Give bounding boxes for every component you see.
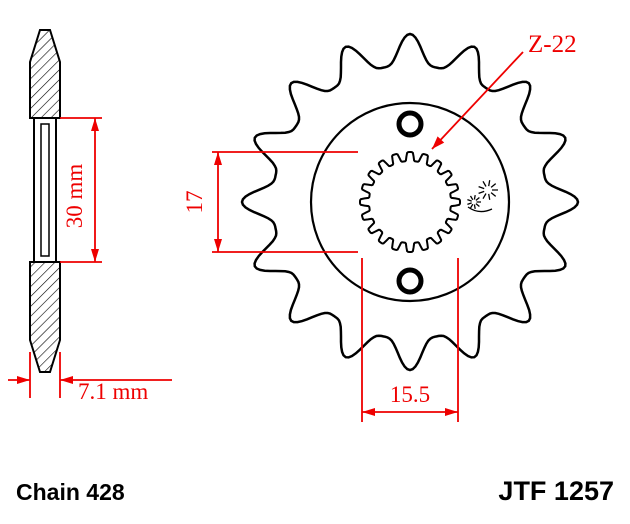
dimension-hub-length-label: 30 mm [62,164,87,229]
callout-teeth-count: Z-22 [431,31,577,150]
dimension-bore-width: 15.5 [361,258,459,422]
dimension-thickness-label: 7.1 mm [78,379,148,404]
dimension-thickness-arrow-right [60,376,73,384]
side-view-bore-section [40,123,50,257]
dimension-bore-height-arrow-down [214,239,222,252]
jt-logo-mark [467,180,498,213]
dimension-bore-height-extensions [212,151,358,253]
spline-bore [359,151,461,253]
dimension-thickness-arrow-left [17,376,30,384]
dimension-hub-length-arrow-down [91,249,99,262]
dimension-thickness: 7.1 mm [8,352,172,404]
dimension-hub-length-arrow-up [91,118,99,131]
dimension-bore-width-label: 15.5 [390,382,430,407]
dimension-bore-width-arrow-left [362,408,375,416]
chain-size-label: Chain 428 [16,479,125,505]
part-number-label: JTF 1257 [498,476,614,506]
dimension-bore-width-extensions [361,258,459,422]
side-view [29,29,61,373]
dimension-bore-height: 17 [182,151,358,253]
jt-logo-sun-large [478,180,498,200]
dimension-bore-height-label: 17 [182,191,207,214]
callout-arrowhead [432,136,445,149]
side-view-bottom-teeth-section [29,261,61,373]
jt-logo-sun-small [467,194,481,210]
dimension-bore-width-arrow-right [445,408,458,416]
inner-circle [309,101,511,303]
dimension-hub-length: 30 mm [60,117,102,263]
callout-teeth-label: Z-22 [528,31,577,58]
dimension-bore-height-arrow-up [214,152,222,165]
front-view [240,32,580,372]
bolt-hole-top [396,110,424,138]
bolt-hole-bottom [396,267,424,295]
dimension-thickness-extension-lines [29,352,61,398]
callout-leader-line [431,51,524,150]
jt-logo-swoosh [467,206,493,213]
side-view-top-teeth-section [29,29,61,119]
